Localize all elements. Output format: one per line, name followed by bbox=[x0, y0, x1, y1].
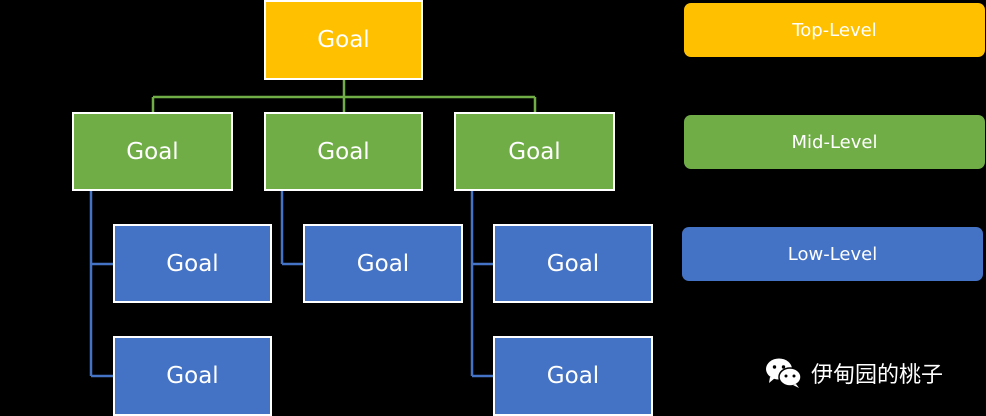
top-level-goal-node: Goal bbox=[264, 0, 423, 80]
mid-connectors bbox=[151, 80, 537, 113]
mid-level-goal-node-1: Goal bbox=[72, 112, 233, 191]
legend-top-level: Top-Level bbox=[684, 3, 985, 57]
watermark-text: 伊甸园的桃子 bbox=[811, 363, 944, 388]
low-level-goal-node-3: Goal bbox=[303, 224, 463, 303]
mid-level-goal-node-3: Goal bbox=[454, 112, 615, 191]
low-level-goal-node-2: Goal bbox=[113, 336, 272, 416]
wechat-icon bbox=[766, 358, 802, 388]
low-connectors bbox=[89, 190, 494, 378]
low-level-goal-node-4: Goal bbox=[493, 224, 653, 303]
low-level-goal-node-5: Goal bbox=[493, 336, 653, 416]
low-level-goal-node-1: Goal bbox=[113, 224, 272, 303]
legend-mid-level: Mid-Level bbox=[684, 115, 985, 169]
mid-level-goal-node-2: Goal bbox=[264, 112, 423, 191]
legend-low-level: Low-Level bbox=[682, 227, 983, 281]
watermark: 伊甸园的桃子 bbox=[765, 356, 943, 390]
